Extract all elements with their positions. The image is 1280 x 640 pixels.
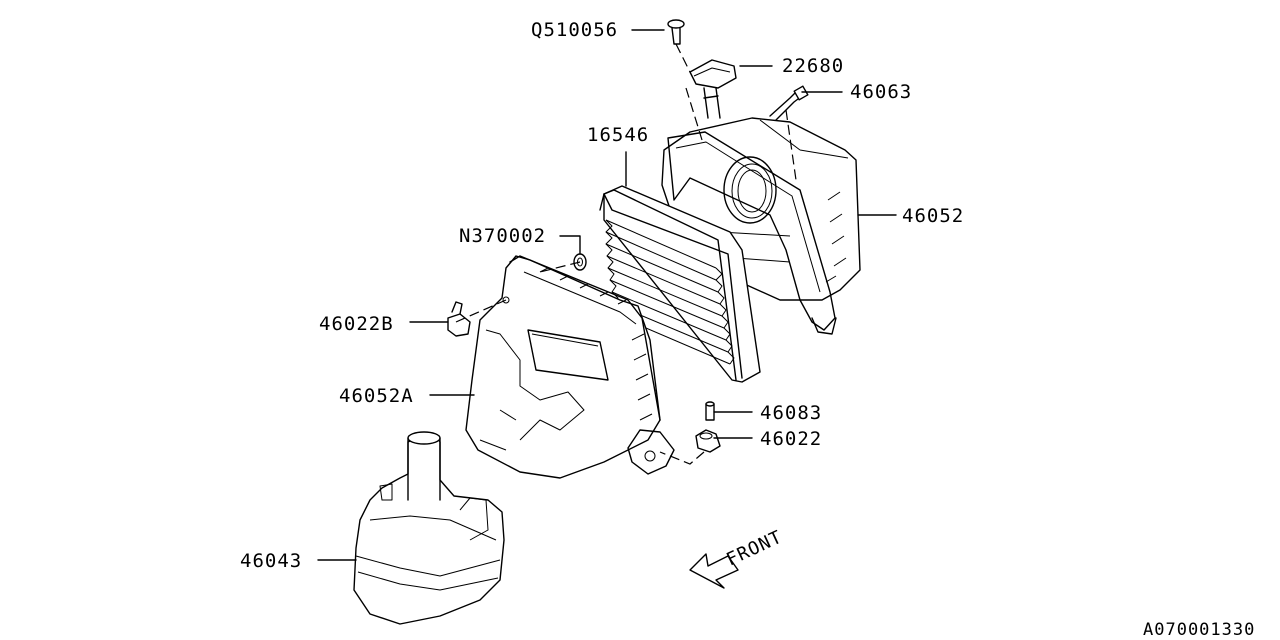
assembly-dash-lines: [455, 43, 797, 465]
maf-sensor-22680: [689, 59, 737, 119]
part-label-46052: 46052: [902, 205, 965, 227]
clip-46022b: [447, 301, 471, 337]
hose-46063: [769, 85, 809, 121]
part-label-16546: 16546: [587, 124, 650, 146]
lower-case-46052a: [465, 255, 675, 479]
pin-46083: [705, 401, 715, 421]
diagram-id: A070001330: [1143, 620, 1256, 640]
front-arrow-icon: FRONT: [689, 526, 786, 589]
part-label-46022b: 46022B: [319, 313, 394, 335]
part-label-46063: 46063: [850, 81, 913, 103]
part-label-n370002: N370002: [459, 225, 547, 247]
leader-lines: [317, 29, 897, 561]
air-filter-16546: [599, 185, 761, 383]
resonator-46043: [353, 431, 505, 625]
cushion-46022: [695, 429, 721, 453]
part-label-46052a: 46052A: [339, 385, 414, 407]
front-label: FRONT: [723, 526, 786, 570]
part-label-46083: 46083: [760, 402, 823, 424]
part-label-46043: 46043: [240, 550, 303, 572]
part-label-46022: 46022: [760, 428, 823, 450]
part-label-q510056: Q510056: [531, 19, 619, 41]
screw-q510056: [667, 19, 685, 45]
part-label-22680: 22680: [782, 55, 845, 77]
